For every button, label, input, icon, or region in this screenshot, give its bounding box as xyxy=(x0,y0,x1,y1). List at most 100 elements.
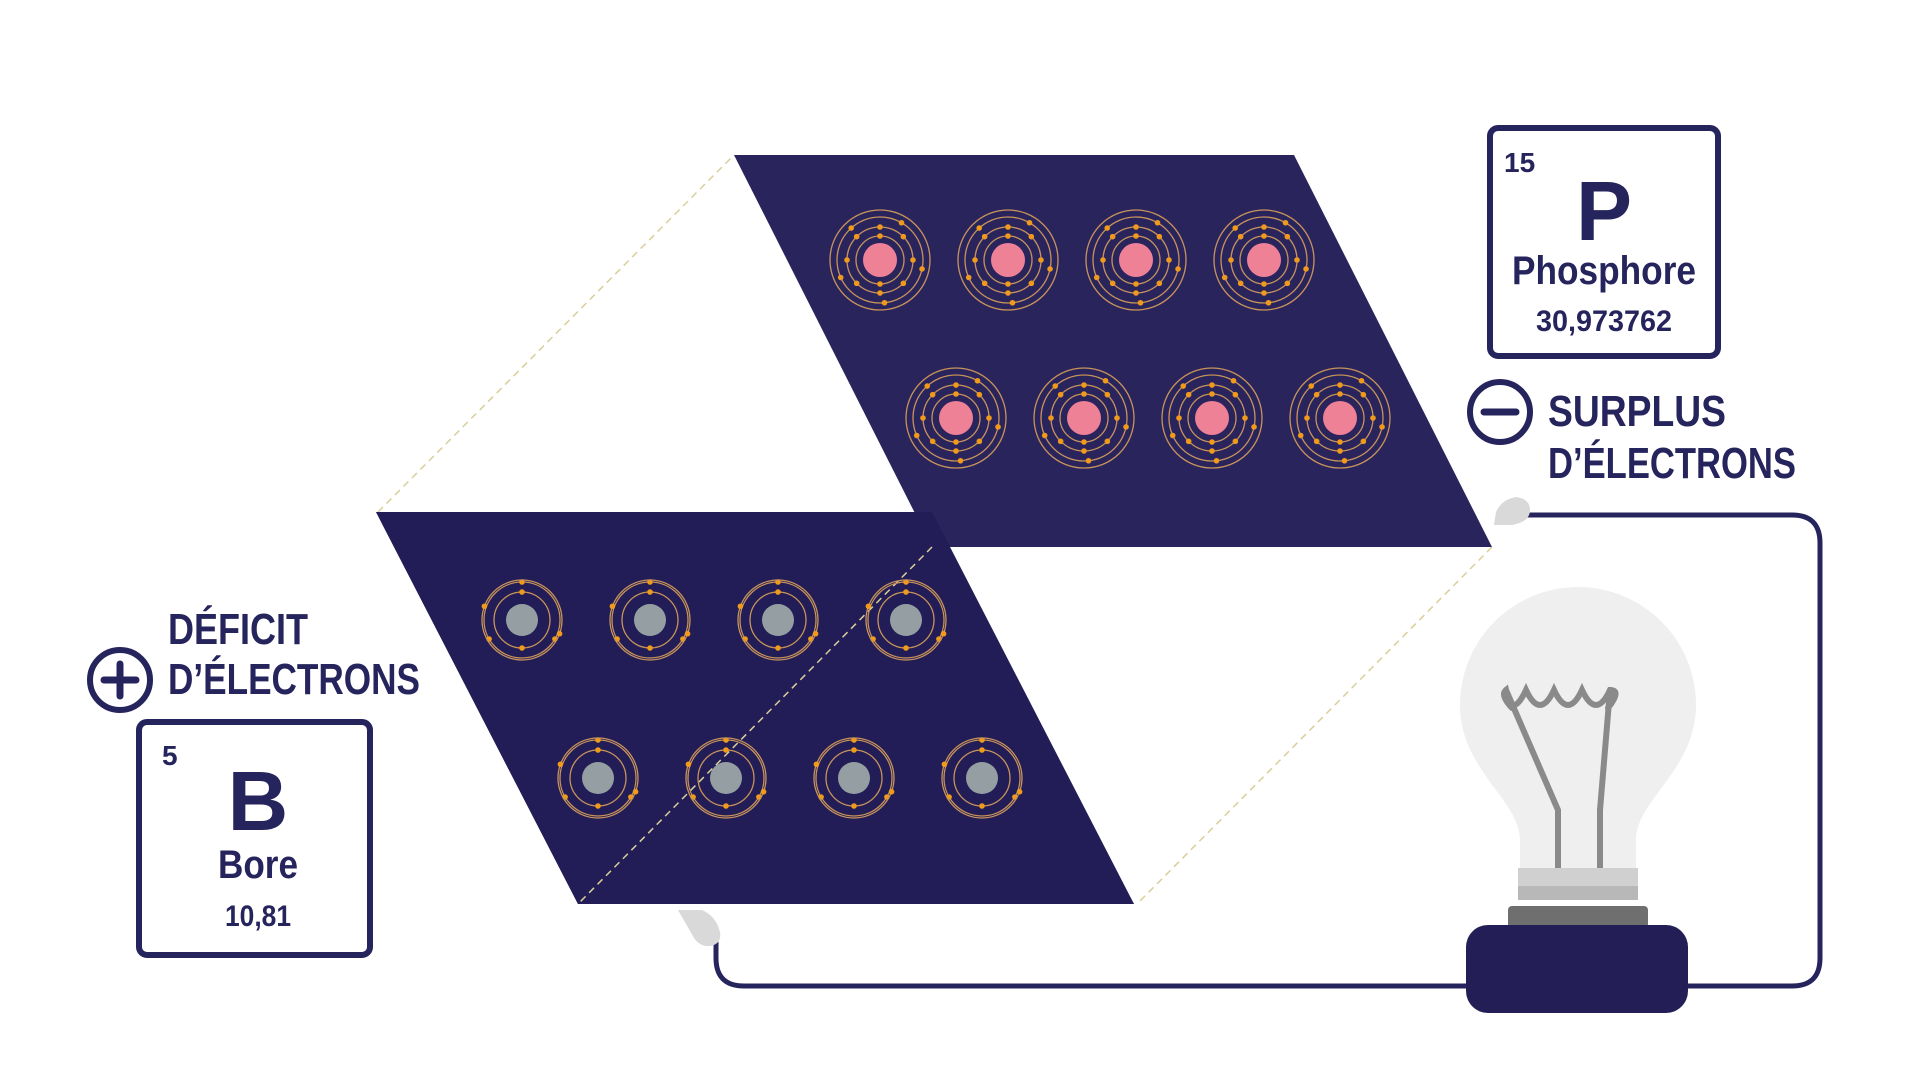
electron xyxy=(1048,415,1054,421)
deficit-line-1: DÉFICIT xyxy=(168,604,308,654)
electron xyxy=(1358,377,1365,384)
plus-circle-icon xyxy=(87,647,153,713)
electron xyxy=(853,233,860,240)
nucleus xyxy=(890,604,922,636)
electron xyxy=(1251,424,1257,430)
electron xyxy=(979,803,985,809)
boron-mass: 10,81 xyxy=(225,900,291,933)
boron-symbol: B xyxy=(228,754,289,848)
boron-atom xyxy=(685,737,767,819)
electron xyxy=(929,438,936,445)
electron xyxy=(853,280,860,287)
electron xyxy=(1230,377,1237,384)
orbit-ring xyxy=(1168,374,1256,462)
electron xyxy=(986,415,992,421)
electron xyxy=(1297,432,1304,439)
phosphorus-atom xyxy=(1289,367,1391,469)
electron xyxy=(1284,233,1291,240)
electron xyxy=(595,803,601,809)
n-terminal xyxy=(1494,497,1530,525)
nucleus xyxy=(762,604,794,636)
orbit-ring xyxy=(1040,374,1128,462)
electron xyxy=(924,383,931,389)
electron xyxy=(684,630,691,637)
electron xyxy=(1009,299,1016,306)
electron xyxy=(1261,290,1267,296)
electron xyxy=(1360,438,1367,445)
electron xyxy=(848,225,855,231)
electron xyxy=(685,761,692,768)
electron xyxy=(940,630,947,637)
electron xyxy=(1237,233,1244,240)
electron xyxy=(1041,432,1048,439)
electron xyxy=(1169,432,1176,439)
electron xyxy=(1337,439,1343,445)
electron xyxy=(1102,377,1109,384)
phosphorus-atom xyxy=(1161,367,1263,469)
electron xyxy=(1337,391,1343,397)
electron xyxy=(1237,280,1244,287)
electron xyxy=(881,299,888,306)
electron xyxy=(519,645,525,651)
electron xyxy=(974,377,981,384)
electron xyxy=(1341,457,1348,464)
electron xyxy=(481,603,488,610)
phosphorus-atom xyxy=(1213,209,1315,311)
orbit-ring xyxy=(1092,216,1180,304)
boron-card: 5 B Bore 10,81 xyxy=(136,719,373,958)
electron xyxy=(1232,391,1239,398)
electron xyxy=(1156,280,1163,287)
electron xyxy=(919,266,925,272)
orbit-ring xyxy=(1220,216,1308,304)
electron xyxy=(1294,257,1300,263)
electron xyxy=(1337,448,1343,454)
electron xyxy=(953,391,959,397)
electron xyxy=(1081,391,1087,397)
electron xyxy=(1005,233,1011,239)
electron xyxy=(632,788,639,795)
electron xyxy=(1370,415,1376,421)
electron xyxy=(1081,382,1087,388)
electron xyxy=(1180,383,1187,389)
electron xyxy=(1185,438,1192,445)
electron xyxy=(1028,233,1035,240)
orbit-ring xyxy=(865,579,947,661)
orbit-ring xyxy=(1296,374,1384,462)
orbit-ring xyxy=(912,374,1000,462)
orbit-ring xyxy=(1085,209,1187,311)
electron xyxy=(1176,415,1182,421)
electron xyxy=(647,645,653,651)
electron xyxy=(877,290,883,296)
electron xyxy=(1213,457,1220,464)
electron xyxy=(1057,391,1064,398)
boron-atom xyxy=(557,737,639,819)
electron xyxy=(1133,224,1139,230)
surplus-line-1: SURPLUS xyxy=(1548,387,1726,436)
nucleus xyxy=(1195,401,1229,435)
electron xyxy=(1308,383,1315,389)
bulb-glass xyxy=(1460,587,1696,868)
electron xyxy=(1028,280,1035,287)
electron xyxy=(595,747,601,753)
phosphorus-card-frame xyxy=(1487,125,1721,359)
boron-atom xyxy=(813,737,895,819)
electron xyxy=(953,382,959,388)
electron xyxy=(888,788,895,795)
nucleus xyxy=(1323,401,1357,435)
electron xyxy=(903,589,909,595)
boron-atom xyxy=(941,737,1023,819)
electron xyxy=(910,257,916,263)
electron xyxy=(1313,438,1320,445)
electron xyxy=(1047,266,1053,272)
boron-card-frame xyxy=(136,719,373,958)
electron xyxy=(1379,424,1385,430)
orbit-ring xyxy=(557,737,639,819)
deficit-line-2: D’ÉLECTRONS xyxy=(168,654,420,704)
electron xyxy=(1166,257,1172,263)
orbit-ring xyxy=(905,367,1007,469)
electron xyxy=(851,747,857,753)
electron xyxy=(1185,391,1192,398)
electron xyxy=(965,274,972,281)
electron xyxy=(1038,257,1044,263)
